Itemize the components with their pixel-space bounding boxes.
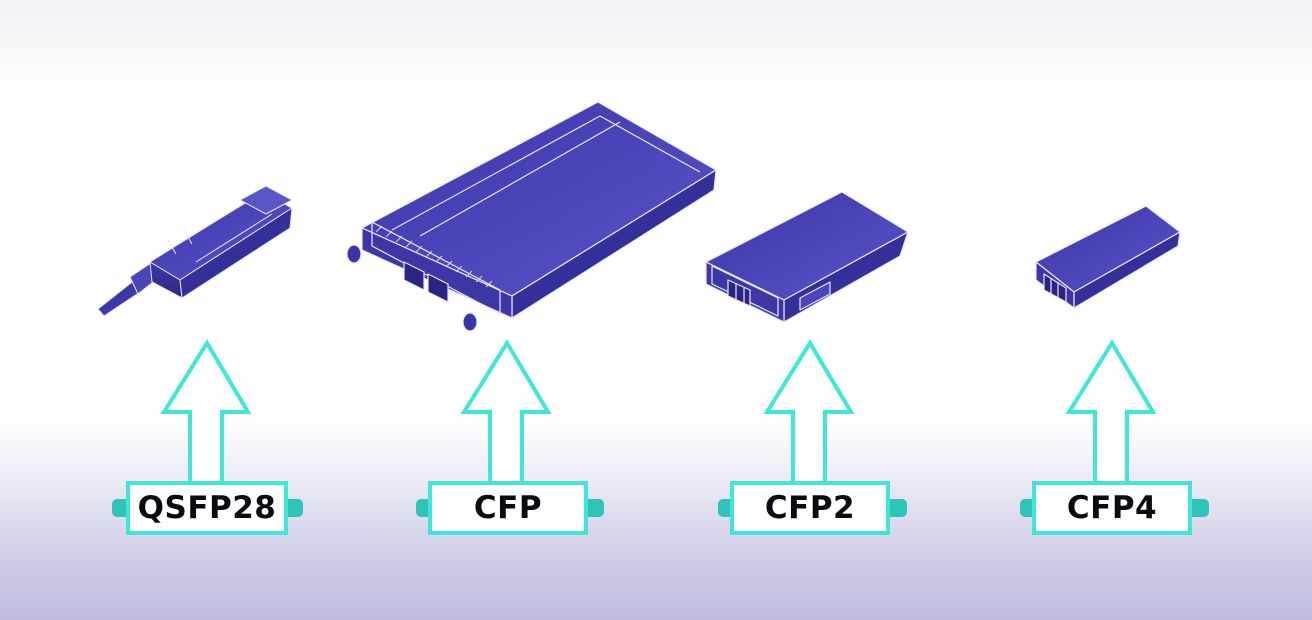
cfp2-right-tab [885,499,907,517]
cfp4-module-image [1035,205,1181,309]
qsfp28-label-box: QSFP28 [126,481,288,535]
cfp4-label-box: CFP4 [1032,481,1192,535]
cfp2-label-box: CFP2 [730,481,890,535]
cfp4-label: CFP4 [1066,490,1158,526]
cfp-label: CFP [473,490,543,526]
cfp4-up-arrow [1065,339,1157,490]
cfp4-right-tab [1187,499,1209,517]
cfp2-label: CFP2 [764,490,856,526]
cfp-label-box: CFP [428,481,588,535]
qsfp28-module-image [97,185,293,317]
cfp-up-arrow [460,339,552,490]
cfp-module-image [346,101,717,332]
cfp2-module-image [705,191,909,323]
cfp2-up-arrow [763,339,855,490]
qsfp28-up-arrow [160,339,252,490]
qsfp28-label: QSFP28 [137,490,277,526]
